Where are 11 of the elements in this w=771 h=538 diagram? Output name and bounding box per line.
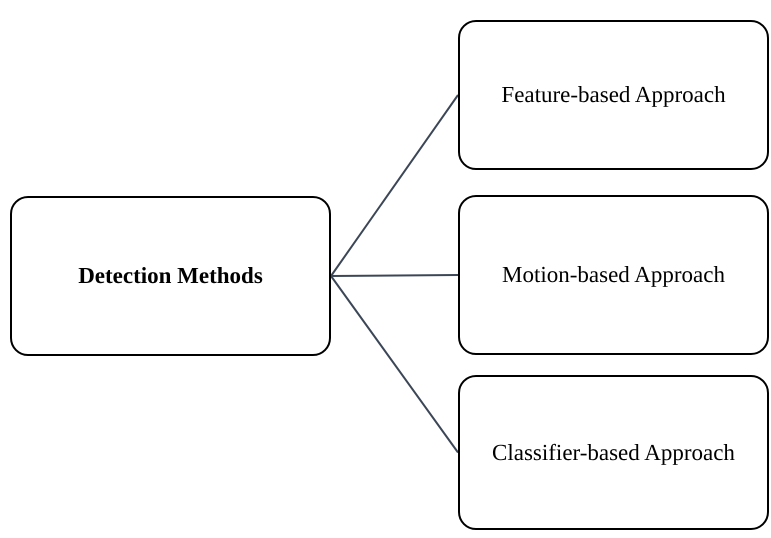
rounded-box: [458, 20, 769, 170]
connector-line: [330, 94, 459, 277]
box-label: Feature-based Approach: [501, 81, 726, 109]
connector-line: [330, 275, 459, 454]
box-label: Detection Methods: [78, 262, 263, 290]
rounded-box: [10, 196, 331, 356]
rounded-box: [458, 195, 769, 355]
rounded-box: [458, 375, 769, 530]
box-label: Classifier-based Approach: [492, 438, 735, 466]
box-label: Motion-based Approach: [502, 261, 725, 289]
connector-line: [331, 274, 458, 277]
